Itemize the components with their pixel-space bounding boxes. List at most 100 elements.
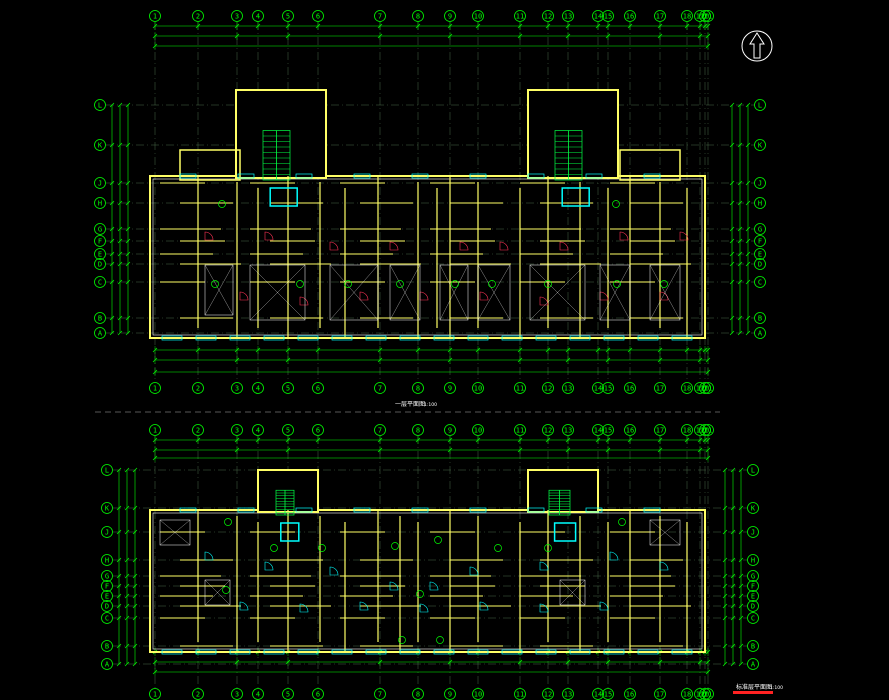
dimension-tick (745, 226, 751, 232)
dimension-tick (729, 251, 735, 257)
room-fixture (159, 519, 191, 546)
grid-bubble (231, 10, 243, 22)
dimension-tick (729, 330, 735, 336)
dimension-tick (117, 238, 123, 244)
grid-bubble (312, 10, 324, 22)
grid-bubble-label: 8 (416, 690, 420, 698)
dimension-tick (722, 661, 728, 667)
window (527, 507, 545, 513)
grid-bubble (312, 424, 324, 436)
grid-bubble (542, 424, 554, 436)
grid-bubble (694, 424, 706, 436)
grid-bubble-label: 9 (448, 12, 452, 20)
dimension-tick (117, 102, 123, 108)
grid-bubble-label: 20 (701, 384, 709, 392)
room-marker (660, 280, 668, 288)
window (263, 649, 285, 655)
dimension-tick (737, 226, 743, 232)
grid-bubble (602, 382, 614, 394)
room-marker (296, 280, 304, 288)
grid-bubble (624, 382, 636, 394)
grid-bubble-label: D (105, 602, 109, 610)
dimension-tick (730, 573, 736, 579)
dimension-tick (109, 238, 115, 244)
grid-bubble-label: 6 (316, 12, 320, 20)
dimension-tick (745, 261, 751, 267)
grid-bubble (654, 424, 666, 436)
window (603, 649, 625, 655)
dimension-tick (729, 200, 735, 206)
dimension-tick (722, 557, 728, 563)
grid-bubble-label: D (758, 260, 762, 268)
grid-bubble (252, 10, 264, 22)
grid-bubble (747, 464, 759, 476)
room-fixture-diagonal (249, 264, 306, 321)
dimension-tick (124, 467, 130, 473)
grid-bubble-label: L (758, 101, 762, 109)
door-swing (599, 601, 609, 611)
grid-bubble-label: J (98, 179, 102, 187)
grid-bubble-label: 11 (516, 12, 524, 20)
window (603, 335, 625, 341)
grid-bubble-label: E (105, 592, 109, 600)
grid-bubble (624, 424, 636, 436)
room-marker (270, 544, 278, 552)
dimension-tick (729, 238, 735, 244)
grid-bubble (754, 276, 766, 288)
dimension-tick (116, 529, 122, 535)
grid-bubble-label: 9 (448, 384, 452, 392)
dimension-tick (729, 279, 735, 285)
dimension-tick (745, 315, 751, 321)
grid-bubble (374, 382, 386, 394)
window (195, 335, 217, 341)
grid-bubble-label: 16 (626, 12, 634, 20)
dimension-tick (132, 573, 138, 579)
lower-plan-scale: 1:100 (770, 685, 783, 691)
dimension-tick (737, 330, 743, 336)
window (411, 173, 429, 179)
grid-bubble-label: J (751, 528, 755, 536)
grid-bubble (94, 139, 106, 151)
window (469, 173, 487, 179)
dimension-tick (125, 261, 131, 267)
dimension-tick (109, 261, 115, 267)
core-wall (527, 469, 599, 513)
window (399, 335, 421, 341)
grid-bubble (231, 382, 243, 394)
grid-bubble-label: 12 (544, 426, 552, 434)
dimension-tick (737, 279, 743, 285)
north-arrow-icon (741, 30, 773, 62)
window (527, 173, 545, 179)
dimension-tick (737, 200, 743, 206)
grid-bubble-label: 9 (448, 690, 452, 698)
dimension-tick (116, 583, 122, 589)
door-swing (609, 551, 619, 561)
grid-bubble-label: C (105, 614, 109, 622)
door-swing (619, 231, 629, 241)
grid-bubble (231, 424, 243, 436)
grid-bubble-label: 18 (683, 690, 691, 698)
dimension-tick (125, 315, 131, 321)
dimension-tick (124, 573, 130, 579)
grid-bubble-label: L (105, 466, 109, 474)
grid-bubble (562, 424, 574, 436)
dimension-tick (117, 315, 123, 321)
grid-bubble-label: H (105, 556, 109, 564)
room-fixture (649, 264, 681, 321)
dimension-tick (730, 643, 736, 649)
window (295, 173, 313, 179)
grid-bubble (101, 464, 113, 476)
grid-bubble (282, 424, 294, 436)
dimension-tick (737, 102, 743, 108)
grid-bubble-label: A (751, 660, 756, 668)
exterior-wall-inner (152, 178, 703, 336)
window (469, 507, 487, 513)
grid-bubble (562, 10, 574, 22)
grid-bubble-label: 19 (696, 12, 704, 20)
dimension-tick (117, 200, 123, 206)
grid-bubble (747, 658, 759, 670)
grid-bubble (412, 424, 424, 436)
grid-bubble (694, 382, 706, 394)
grid-bubble (747, 502, 759, 514)
grid-bubble-label: 10 (474, 690, 482, 698)
